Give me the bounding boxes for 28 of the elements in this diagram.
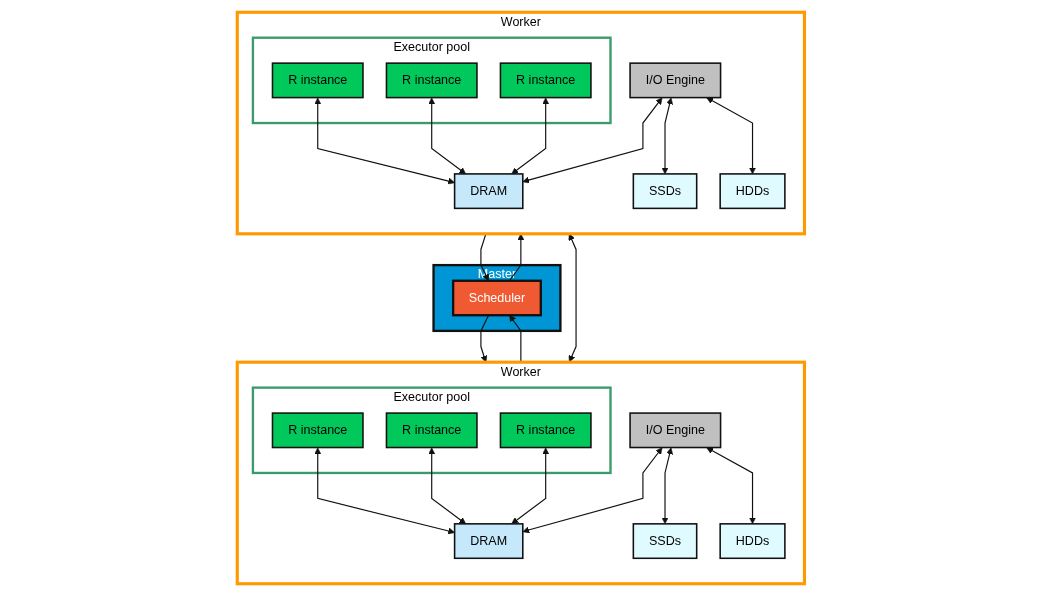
node-box: DRAM bbox=[453, 523, 524, 560]
arrow bbox=[661, 97, 673, 175]
node-box: R instance bbox=[499, 62, 592, 99]
node-box: R instance bbox=[499, 412, 592, 449]
node-box: DRAM bbox=[453, 173, 524, 210]
node-box: I/O Engine bbox=[628, 412, 721, 449]
arrow bbox=[706, 97, 756, 175]
node-box: Scheduler bbox=[451, 279, 542, 317]
node-box: HDDs bbox=[719, 173, 786, 210]
arrow bbox=[522, 97, 662, 184]
node-box: I/O Engine bbox=[628, 62, 721, 99]
node-box: R instance bbox=[271, 62, 364, 99]
node-box: R instance bbox=[385, 62, 478, 99]
arrow bbox=[661, 447, 673, 525]
arrow bbox=[313, 97, 455, 185]
node-box: SSDs bbox=[632, 173, 698, 210]
node-box: SSDs bbox=[632, 523, 698, 560]
arrow bbox=[427, 447, 466, 525]
node-box: R instance bbox=[385, 412, 478, 449]
node-box: HDDs bbox=[719, 523, 786, 560]
arrow bbox=[568, 233, 577, 363]
arrow bbox=[522, 447, 662, 534]
arrow bbox=[313, 447, 455, 535]
arrow bbox=[706, 447, 756, 525]
arrow bbox=[427, 97, 466, 175]
arrow bbox=[511, 447, 549, 525]
node-box: R instance bbox=[271, 412, 364, 449]
arrow bbox=[511, 97, 549, 175]
